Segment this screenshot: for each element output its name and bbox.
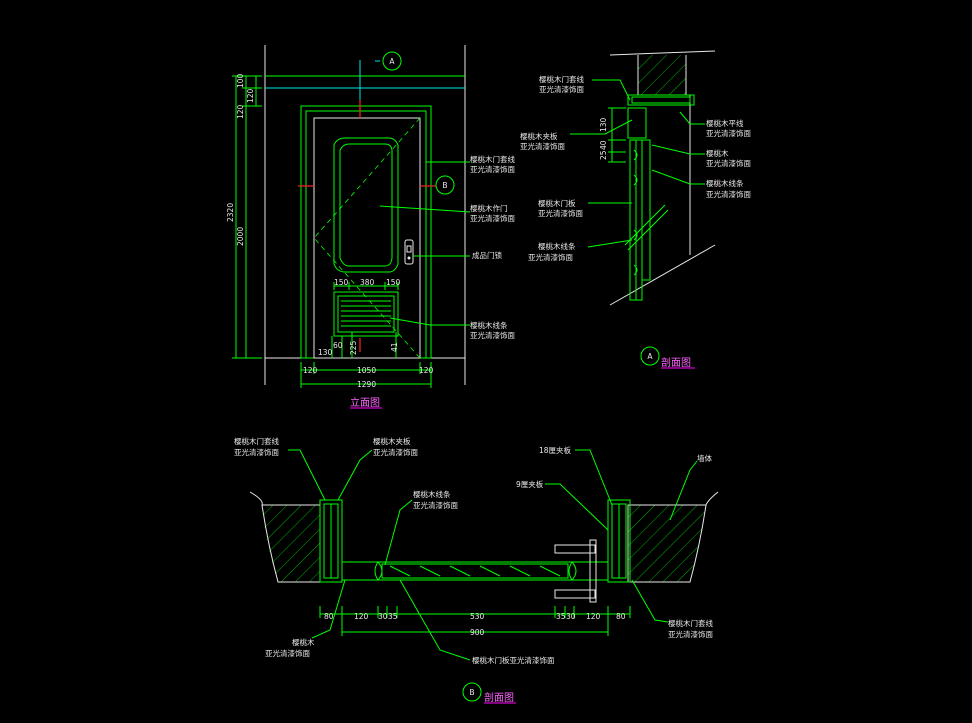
dim-225: 225 (349, 340, 358, 355)
sb-tm-a: 樱桃木线条 (413, 489, 451, 499)
sb-tl2-b: 亚光清漆饰面 (373, 447, 418, 457)
bubble-a-label: A (389, 57, 395, 66)
sb-t18: 18厘夹板 (539, 445, 572, 455)
elev-louver-label-2: 亚光清漆饰面 (470, 330, 515, 340)
dim-1050: 1050 (357, 366, 376, 375)
sb-tl1-b: 亚光清漆饰面 (234, 447, 279, 457)
sb-br-a: 樱桃木门套线 (668, 618, 713, 628)
sb-bl-a: 樱桃木 (292, 637, 315, 647)
sa-r2-b: 亚光清漆饰面 (706, 158, 751, 168)
sb-dim-120a: 120 (354, 612, 369, 621)
sa-r2-a: 樱桃木 (706, 148, 729, 158)
sb-dim-30: 30 (378, 612, 388, 621)
sb-dim-30b: 30 (566, 612, 576, 621)
sa-dim-40: 40 (599, 140, 608, 150)
section-a-title: 剖面图 (661, 356, 691, 369)
sb-dim-120b: 120 (586, 612, 601, 621)
sa-l2-b: 亚光清漆饰面 (520, 141, 565, 151)
dim-120-top-b: 120 (246, 88, 255, 103)
louver-lines (341, 300, 391, 327)
sb-dim-530: 530 (470, 612, 485, 621)
dim-41: 41 (390, 342, 399, 352)
sb-bm: 樱桃木门板亚光清漆饰面 (472, 655, 555, 665)
section-b-title: 剖面图 (484, 691, 514, 704)
elev-louver-label-1: 樱桃木线条 (470, 320, 508, 330)
sa-r3-b: 亚光清漆饰面 (706, 189, 751, 199)
sa-l1-b: 亚光清漆饰面 (539, 84, 584, 94)
elev-lock-label: 成品门锁 (472, 250, 502, 260)
dim-1290: 1290 (357, 380, 376, 389)
sa-dim-25: 25 (599, 150, 608, 160)
sa-l4-a: 樱桃木线条 (538, 241, 576, 251)
section-b-view (249, 449, 719, 704)
sb-bl-b: 亚光清漆饰面 (265, 648, 310, 658)
sa-l2-a: 樱桃木夹板 (520, 131, 558, 141)
sa-r3-a: 樱桃木线条 (706, 178, 744, 188)
dim-130: 130 (318, 348, 333, 357)
sa-dim-130: 130 (599, 117, 608, 132)
elevation-view (232, 45, 471, 409)
dim-bottom-120b: 120 (419, 366, 434, 375)
sb-tl2-a: 樱桃木夹板 (373, 436, 411, 446)
section-a-bubble: A (647, 352, 653, 361)
sa-r1-a: 樱桃木平线 (706, 118, 744, 128)
elev-leaf-label-1: 樱桃木作门 (470, 203, 508, 213)
sb-dim-900: 900 (470, 628, 485, 637)
sb-dim-35a: 35 (388, 612, 398, 621)
sb-tl1-a: 樱桃木门套线 (234, 436, 279, 446)
elev-frame-label-1: 樱桃木门套线 (470, 154, 515, 164)
elevation-title: 立面图 (350, 396, 380, 409)
dim-100: 100 (236, 73, 245, 88)
dim-380: 380 (360, 278, 375, 287)
elev-leaf-label-2: 亚光清漆饰面 (470, 213, 515, 223)
dim-120-top: 120 (236, 104, 245, 119)
section-b-bubble: B (469, 688, 474, 697)
elev-frame-label-2: 亚光清漆饰面 (470, 164, 515, 174)
dim-60: 60 (333, 341, 343, 350)
sb-br-b: 亚光清漆饰面 (668, 629, 713, 639)
dim-2000: 2000 (236, 227, 245, 246)
dim-150a: 150 (334, 278, 349, 287)
sb-dim-80b: 80 (616, 612, 626, 621)
sb-dim-80a: 80 (324, 612, 334, 621)
bubble-b-label: B (442, 181, 447, 190)
sa-r1-b: 亚光清漆饰面 (706, 128, 751, 138)
sa-l1-a: 樱桃木门套线 (539, 74, 584, 84)
sb-dim-35b: 35 (556, 612, 566, 621)
section-a-view (570, 50, 716, 369)
sa-l3-b: 亚光清漆饰面 (538, 208, 583, 218)
sa-l3-a: 樱桃木门板 (538, 198, 576, 208)
dim-2320: 2320 (226, 203, 235, 222)
sb-t9: 9厘夹板 (516, 479, 544, 489)
dim-bottom-120a: 120 (303, 366, 318, 375)
dim-150b: 150 (386, 278, 401, 287)
sa-l4-b: 亚光清漆饰面 (528, 252, 573, 262)
sb-wall: 墙体 (697, 453, 712, 463)
sb-tm-b: 亚光清漆饰面 (413, 500, 458, 510)
